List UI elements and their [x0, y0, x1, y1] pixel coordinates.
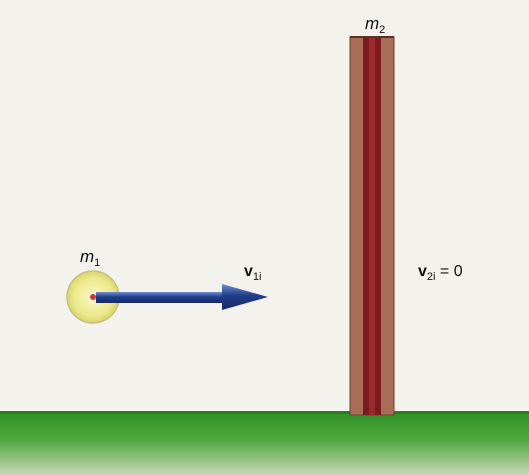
- pole-velocity-label: v2i = 0: [418, 263, 463, 283]
- pole-velocity-value: = 0: [435, 263, 462, 280]
- arrow-label: v1i: [244, 263, 261, 283]
- pole-label-sub: 2: [379, 24, 385, 36]
- arrow-label-sub: 1i: [253, 271, 262, 283]
- pole-velocity-sub: 2i: [427, 271, 436, 283]
- pole-label: m2: [365, 14, 385, 36]
- velocity-arrow-v1i: [96, 284, 268, 310]
- pole-m2: [349, 36, 395, 416]
- pole-label-main: m: [365, 14, 379, 33]
- ball-label-sub: 1: [94, 257, 100, 269]
- ball-label: m1: [80, 247, 100, 269]
- ground: [0, 411, 529, 475]
- ball-label-main: m: [80, 247, 94, 266]
- arrow-label-main: v: [244, 263, 253, 280]
- pole-velocity-main: v: [418, 263, 427, 280]
